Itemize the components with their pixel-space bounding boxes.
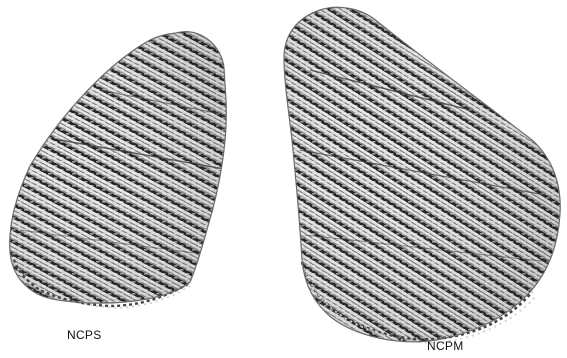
label-ncps: NCPS	[67, 328, 102, 342]
cone-ncps	[0, 20, 240, 320]
label-ncpm: NCPM	[427, 339, 464, 353]
cone-ncpm	[270, 0, 567, 350]
